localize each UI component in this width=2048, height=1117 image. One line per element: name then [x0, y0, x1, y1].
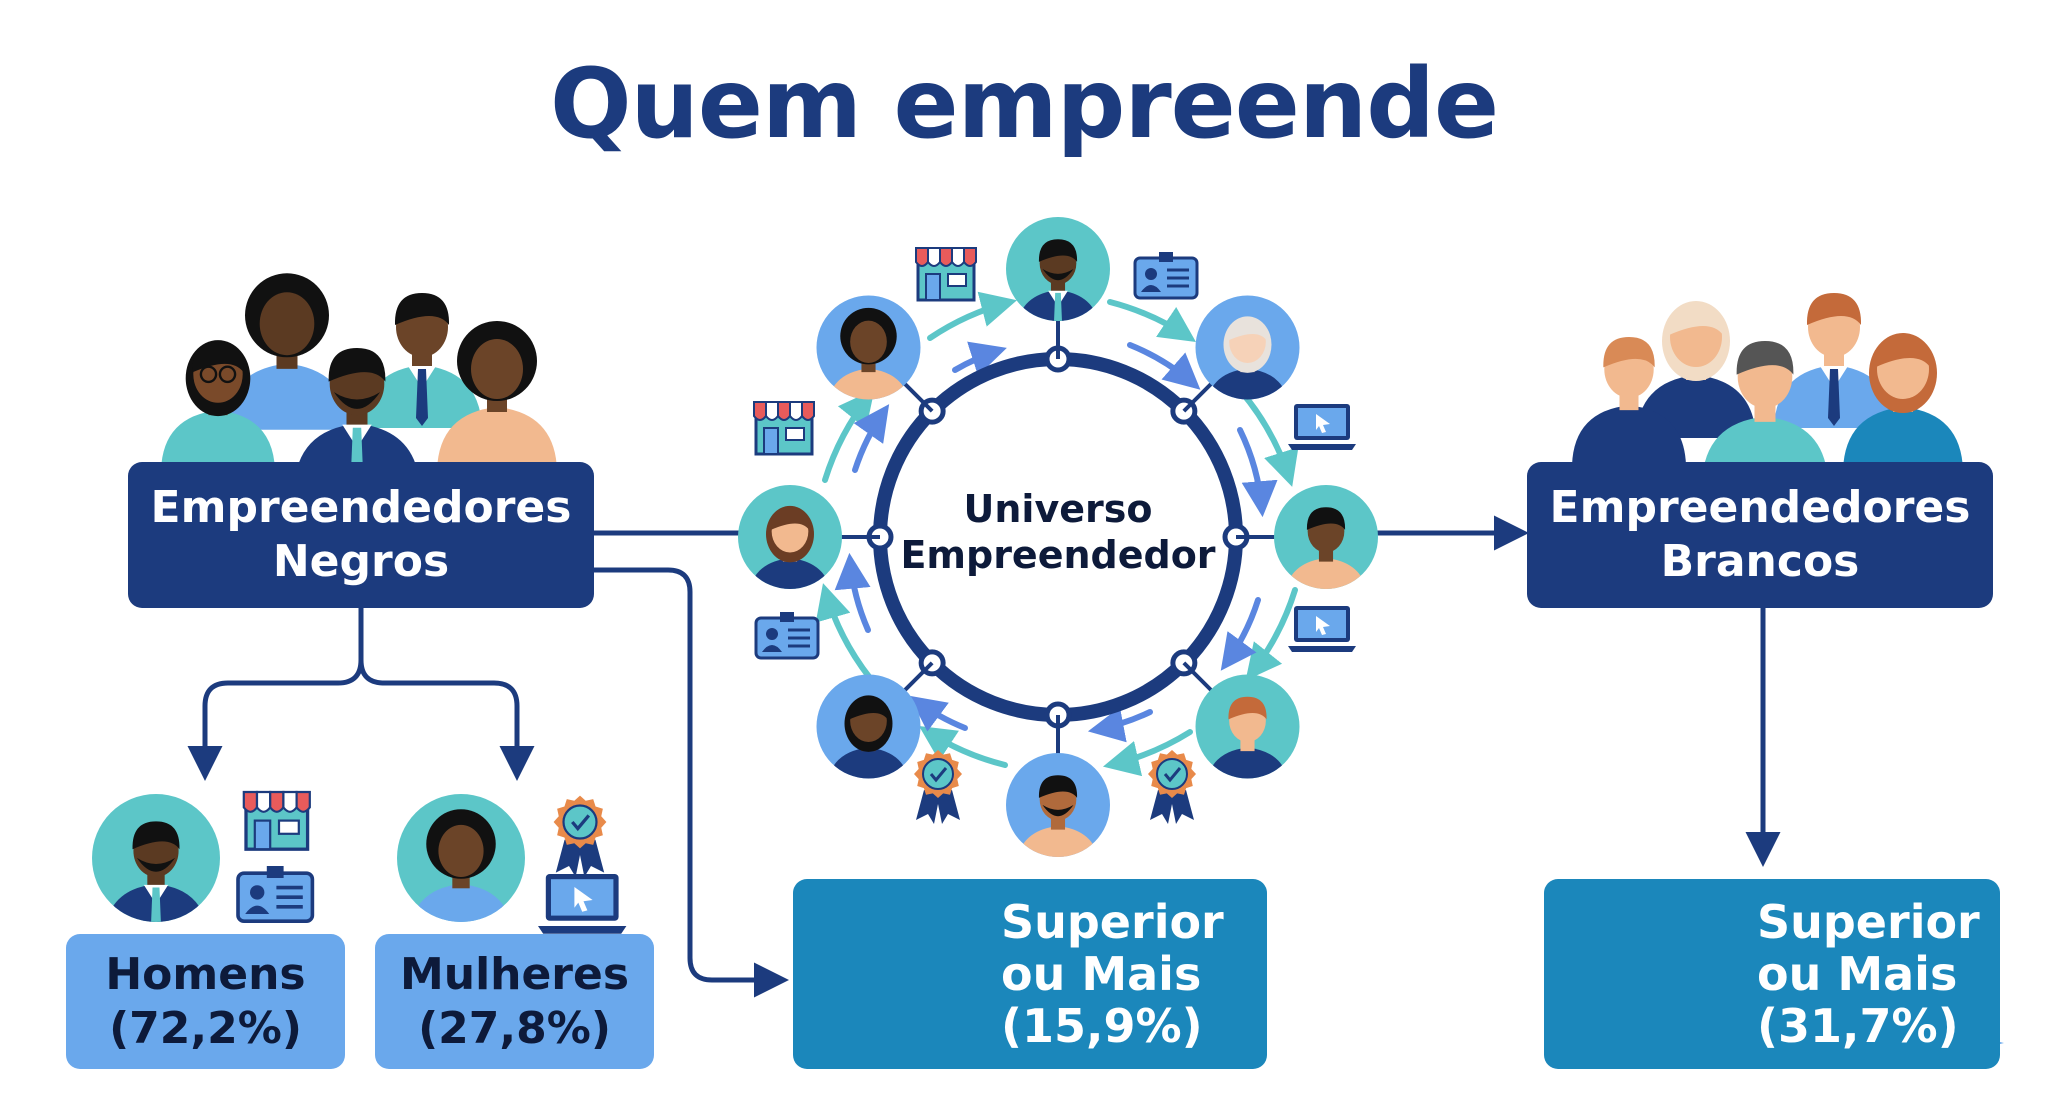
avatar — [92, 794, 220, 922]
black-entrepreneurs-illustration — [161, 273, 557, 490]
avatar — [816, 674, 921, 779]
avatar — [1006, 217, 1110, 321]
universe-label: Universo Empreendedor — [900, 487, 1216, 577]
white-higher-ed-box: Superior ou Mais (31,7%) — [1544, 879, 2000, 1069]
id-card-icon — [754, 612, 820, 660]
ring-avatars — [738, 217, 1378, 857]
white-entrepreneurs-box: Empreendedores Brancos — [1527, 462, 1993, 608]
person-icon — [103, 821, 209, 922]
laptop-icon — [538, 874, 627, 934]
person-woman-icon — [161, 340, 275, 471]
person-icon — [1205, 696, 1290, 779]
avatar — [816, 295, 921, 400]
award-badge-icon — [553, 795, 607, 877]
storefront-icon — [915, 247, 977, 302]
black-entrepreneurs-box: Empreendedores Negros — [128, 462, 594, 608]
person-icon — [1205, 316, 1290, 400]
women-box: Mulheres (27,8%) — [375, 934, 654, 1069]
award-badge-icon — [1148, 750, 1196, 824]
black-higher-ed-box: Superior ou Mais (15,9%) — [793, 879, 1267, 1069]
men-box: Homens (72,2%) — [66, 934, 345, 1069]
person-icon — [747, 505, 833, 589]
avatar — [1195, 295, 1300, 400]
person-icon — [1015, 775, 1101, 857]
laptop-icon — [1288, 606, 1356, 652]
id-card-icon — [1133, 252, 1199, 300]
person-woman-icon — [437, 321, 557, 470]
white-entrepreneurs-illustration — [1572, 293, 1963, 483]
storefront-icon — [753, 401, 815, 456]
page-title: Quem empreende — [549, 48, 1499, 160]
id-card-icon — [236, 866, 315, 924]
avatar — [1274, 485, 1378, 589]
person-icon — [826, 307, 911, 400]
avatar — [1195, 674, 1300, 779]
person-man-icon — [1572, 337, 1686, 466]
person-man-icon — [1774, 293, 1894, 428]
storefront-icon — [242, 790, 311, 851]
person-woman-icon — [1843, 333, 1963, 470]
avatar — [397, 794, 525, 922]
avatar — [738, 485, 842, 589]
person-man-icon — [224, 273, 350, 430]
connectors — [187, 515, 1781, 998]
person-man-icon — [362, 293, 482, 428]
laptop-icon — [1288, 404, 1356, 450]
award-badge-icon — [914, 750, 962, 824]
person-icon — [1015, 239, 1101, 321]
person-icon — [408, 809, 514, 922]
person-icon — [1283, 507, 1369, 589]
connector-black-split — [187, 608, 364, 781]
gender-avatars — [92, 790, 627, 934]
avatar — [1006, 753, 1110, 857]
connector-black-to-higher-ed — [594, 567, 789, 998]
person-icon — [826, 695, 911, 779]
floating-icons — [753, 247, 1356, 824]
